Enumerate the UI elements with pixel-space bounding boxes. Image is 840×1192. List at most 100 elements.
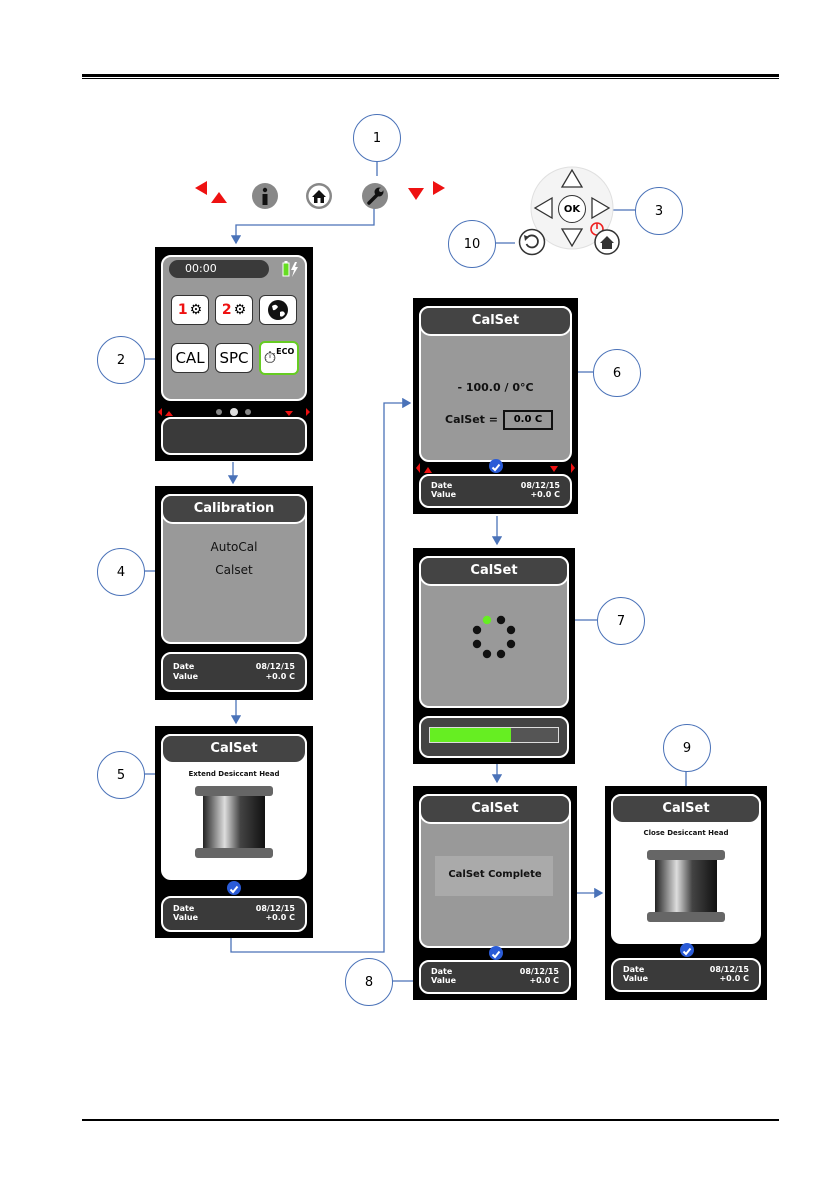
home-icon <box>305 182 333 214</box>
profile-1-number: 1 <box>177 302 188 318</box>
value-label: Value <box>623 974 649 983</box>
instruction-text: Extend Desiccant Head <box>188 770 280 778</box>
callout-3: 3 <box>635 187 683 235</box>
callout-10: 10 <box>448 220 496 268</box>
date-value: 08/12/15 <box>520 481 560 490</box>
profile-2-tile[interactable]: 2 ⚙ <box>215 295 253 325</box>
date-value: 08/12/15 <box>255 662 295 671</box>
confirm-check-icon[interactable] <box>680 943 694 957</box>
time-label: 00:00 <box>185 262 217 275</box>
loading-spinner-icon <box>472 615 516 659</box>
screen-title: Calibration <box>161 494 307 524</box>
ok-button[interactable]: OK <box>558 195 586 223</box>
globe-icon <box>268 300 288 320</box>
screen-main-menu: 00:00 1 ⚙ 2 ⚙ CAL SPC ⏱ ECO <box>155 247 313 461</box>
wrench-icon <box>361 182 389 214</box>
screen-calset-entry: CalSet - 100.0 / 0°C CalSet = 0.0 C Date… <box>413 298 578 514</box>
header-rule <box>82 74 779 77</box>
date-value: 08/12/15 <box>709 965 749 974</box>
value-label: Value <box>431 490 457 499</box>
value-value: +0.0 C <box>529 976 559 985</box>
nav-left-up-icon <box>193 179 237 211</box>
calset-value-text: 0.0 C <box>513 414 543 425</box>
screen-title: CalSet <box>161 734 307 764</box>
confirm-check-icon[interactable] <box>227 881 241 895</box>
confirm-check-icon[interactable] <box>489 459 503 473</box>
date-label: Date <box>431 481 453 490</box>
callout-8: 8 <box>345 958 393 1006</box>
desiccant-head-image <box>195 786 273 858</box>
desiccant-head-image <box>647 850 725 922</box>
callout-9: 9 <box>663 724 711 772</box>
date-label: Date <box>173 662 195 671</box>
time-display <box>169 260 269 278</box>
callout-5: 5 <box>97 751 145 799</box>
footer-info: Date 08/12/15 Value +0.0 C <box>161 652 307 692</box>
date-value: 08/12/15 <box>519 967 559 976</box>
date-label: Date <box>623 965 645 974</box>
complete-message: CalSet Complete <box>448 869 542 880</box>
callout-4: 4 <box>97 548 145 596</box>
footer-rule <box>82 1119 779 1121</box>
menu-nav-strip <box>155 403 313 422</box>
spc-label: SPC <box>219 349 249 367</box>
callout-6: 6 <box>593 349 641 397</box>
footer-info: Date 08/12/15 Value +0.0 C <box>161 896 307 932</box>
callout-1: 1 <box>353 114 401 162</box>
screen-title: CalSet <box>419 306 572 336</box>
screen-calibration: Calibration AutoCal Calset Date 08/12/15 … <box>155 486 313 700</box>
screen-complete: CalSet CalSet Complete Date 08/12/15 Valu… <box>413 786 577 1000</box>
cal-label: CAL <box>175 349 205 367</box>
profile-2-number: 2 <box>221 302 232 318</box>
calset-field-label: CalSet = <box>445 413 498 426</box>
keypad: OK <box>528 163 618 253</box>
cal-tile[interactable]: CAL <box>171 343 209 373</box>
nav-down-right-icon <box>405 179 451 211</box>
battery-icon <box>281 260 301 282</box>
back-button[interactable] <box>518 228 546 256</box>
value-value: +0.0 C <box>265 913 295 922</box>
spc-tile[interactable]: SPC <box>215 343 253 373</box>
value-label: Value <box>173 913 199 922</box>
value-value: +0.0 C <box>530 490 560 499</box>
footer-info: Date 08/12/15 Value +0.0 C <box>419 960 571 994</box>
screen-title: CalSet <box>419 794 571 824</box>
progress-fill <box>430 728 511 742</box>
instruction-text: Close Desiccant Head <box>643 829 729 837</box>
message-box <box>435 856 553 896</box>
language-tile[interactable] <box>259 295 297 325</box>
callout-7: 7 <box>597 597 645 645</box>
calset-value-input[interactable]: 0.0 C <box>503 410 553 430</box>
date-label: Date <box>431 967 453 976</box>
eco-label: ECO <box>276 346 295 356</box>
value-value: +0.0 C <box>265 672 295 681</box>
date-value: 08/12/15 <box>255 904 295 913</box>
screen-progress: CalSet <box>413 548 575 764</box>
screen-close-head: CalSet Close Desiccant Head Date 08/12/15… <box>605 786 767 1000</box>
eco-tile[interactable]: ⏱ ECO <box>259 341 299 375</box>
confirm-check-icon[interactable] <box>489 946 503 960</box>
footer-info: Date 08/12/15 Value +0.0 C <box>419 474 572 508</box>
value-value: +0.0 C <box>719 974 749 983</box>
menu-empty-footer <box>161 417 307 455</box>
callout-2: 2 <box>97 336 145 384</box>
progress-bar <box>429 727 559 743</box>
screen-extend-head: CalSet Extend Desiccant Head Date 08/12/1… <box>155 726 313 938</box>
screen-title: CalSet <box>611 794 761 824</box>
footer-info: Date 08/12/15 Value +0.0 C <box>611 958 761 992</box>
screen-title: CalSet <box>419 556 569 586</box>
value-label: Value <box>173 672 199 681</box>
timer-icon: ⏱ <box>263 348 277 367</box>
gear-icon: ⚙ <box>189 302 203 318</box>
header-rule-thin <box>82 78 779 79</box>
info-icon <box>251 182 279 214</box>
entry-nav-strip <box>413 460 578 479</box>
menu-item-autocal[interactable]: AutoCal <box>210 540 258 554</box>
date-label: Date <box>173 904 195 913</box>
power-home-button[interactable] <box>589 221 621 257</box>
menu-item-calset[interactable]: Calset <box>215 563 253 577</box>
profile-1-tile[interactable]: 1 ⚙ <box>171 295 209 325</box>
gear-icon: ⚙ <box>233 302 247 318</box>
range-text: - 100.0 / 0°C <box>457 381 534 394</box>
value-label: Value <box>431 976 457 985</box>
